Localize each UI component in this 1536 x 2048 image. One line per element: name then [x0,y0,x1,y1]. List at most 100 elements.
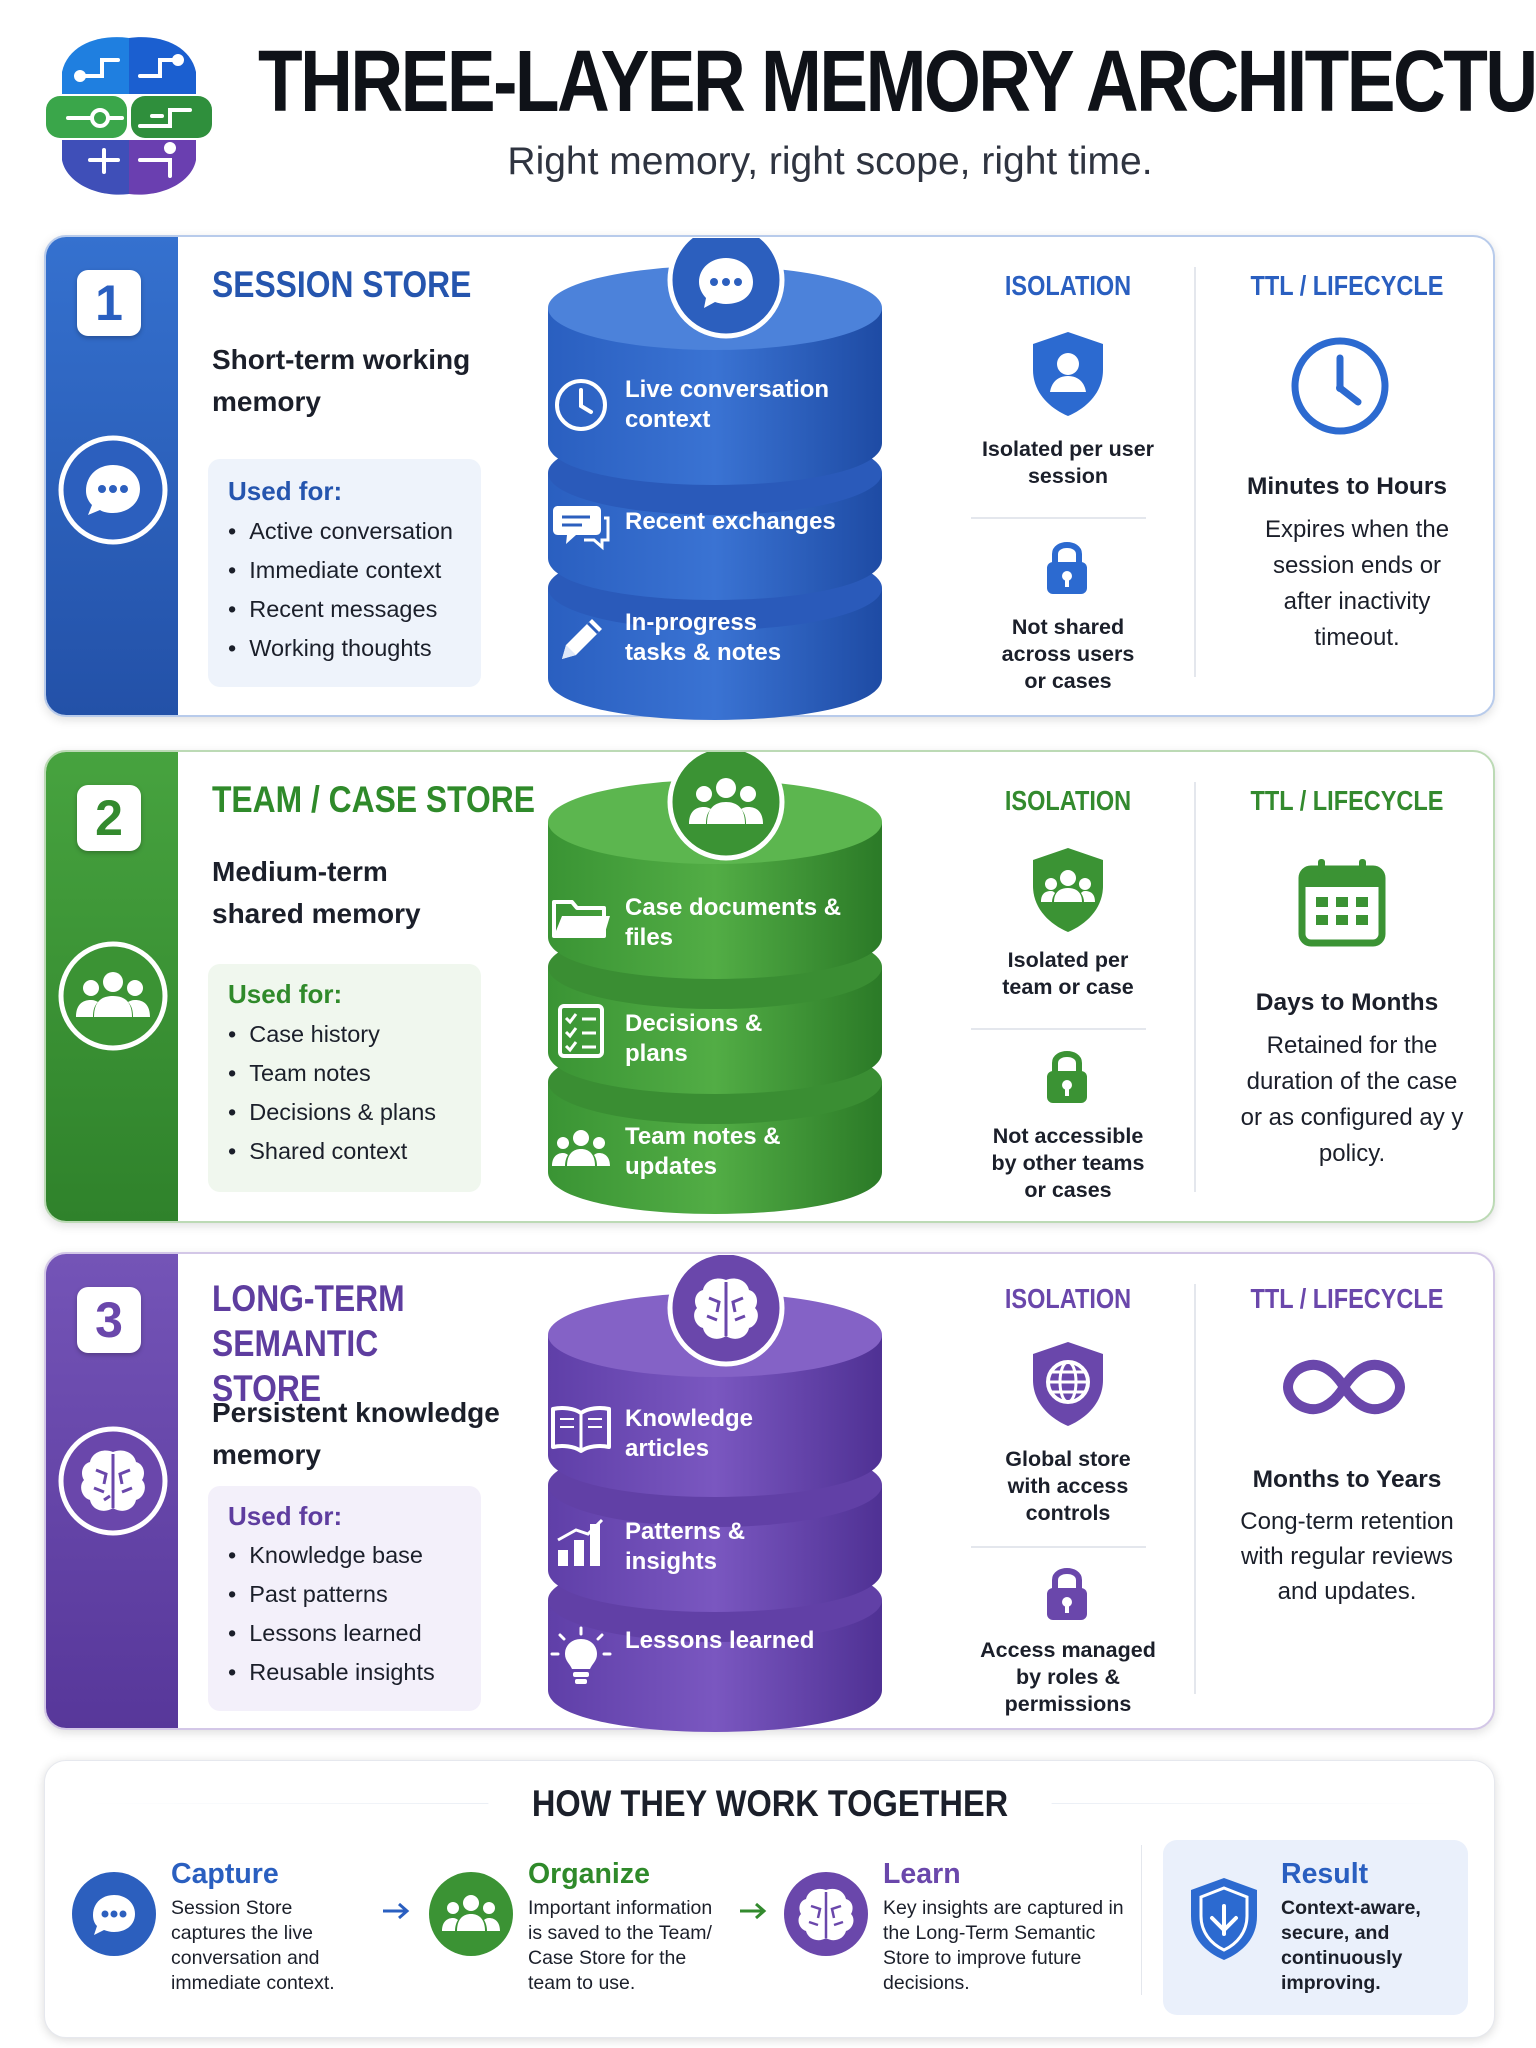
store-title: SESSION STORE [212,264,472,305]
arrow-right-icon [738,1901,768,1921]
isolation-primary: Isolated per team or case [1002,948,1134,999]
brain-circuit-icon [40,30,218,200]
list-item: Shared context [228,1132,436,1171]
team-icon [548,1116,614,1182]
section-number: 1 [77,270,141,336]
ttl-heading: Days to Months [1255,989,1439,1016]
used-for-title: Used for: [228,476,343,506]
result-text: Context-aware, secure, and continuously … [1281,1897,1421,1994]
session-store-cylinder: Live conversation context Recent exchang… [505,238,925,728]
calendar-icon [1294,855,1390,951]
ttl-text: Retained for the duration of the case or… [1240,1032,1464,1167]
section-number: 2 [77,785,141,851]
isolation-secondary: Access managed by roles & permissions [980,1638,1156,1716]
arrow-right-icon [381,1901,411,1921]
ttl-title: TTL / LIFECYCLE [1250,1283,1444,1314]
isolation-secondary: Not shared across users or cases [1001,615,1135,693]
ttl-text: Expires when the session ends or after i… [1264,516,1450,651]
store-title: TEAM / CASE STORE [212,779,535,820]
isolation-title: ISOLATION [1004,785,1132,816]
list-item: Decisions & plans [228,1093,436,1132]
layer-label: Decisions & plans [625,1010,763,1067]
step-title-organize: Organize [528,1858,650,1890]
lock-icon [1039,538,1095,596]
divider [1194,267,1196,677]
list-item: Working thoughts [228,629,453,668]
page-subtitle: Right memory, right scope, right time. [507,140,1153,183]
layer-label: Patterns & insights [625,1518,746,1575]
ttl-heading: Minutes to Hours [1246,473,1448,500]
result-title: Result [1281,1858,1369,1890]
section-title: HOW THEY WORK TOGETHER [488,1781,1052,1826]
page-title: THREE-LAYER MEMORY ARCHITECTURE [258,33,1536,130]
layer-label: Live conversation context [625,376,830,433]
layer-label: Recent exchanges [625,508,836,535]
isolation-primary: Isolated per user session [981,437,1155,488]
clock-icon [548,372,614,438]
divider [1141,1845,1142,1995]
how-they-work-together-panel: HOW THEY WORK TOGETHER Capture Session S… [44,1760,1495,2038]
checklist-icon [548,998,614,1064]
team-case-store-cylinder: Case documents & files Decisions & plans… [505,752,925,1242]
layer-label: Lessons learned [625,1627,815,1654]
ttl-title: TTL / LIFECYCLE [1250,785,1444,816]
list-item: Reusable insights [228,1653,435,1692]
lightbulb-icon [548,1625,614,1691]
used-for-list: Case history Team notes Decisions & plan… [228,1015,436,1171]
ttl-text: Cong-term retention with regular reviews… [1240,1508,1454,1605]
used-for-box: Used for: Case history Team notes Decisi… [208,964,481,1192]
book-icon [548,1397,614,1463]
list-item: Knowledge base [228,1536,435,1575]
divider [971,517,1146,519]
layer-label: Knowledge articles [625,1405,754,1462]
list-item: Team notes [228,1054,436,1093]
used-for-title: Used for: [228,979,343,1009]
divider [1194,1284,1196,1694]
chat-bubble-icon [56,433,170,547]
divider [971,1546,1146,1548]
store-description: Persistent knowledge memory [212,1397,500,1470]
divider [971,1028,1146,1030]
team-icon [56,939,170,1053]
section-number: 3 [77,1287,141,1353]
step-title-learn: Learn [883,1858,961,1890]
step-text: Important information is saved to the Te… [528,1897,713,1994]
list-item: Recent messages [228,590,453,629]
lock-icon [1039,1047,1095,1105]
team-shield-icon [1021,842,1115,936]
brain-icon [783,1871,869,1957]
list-item: Past patterns [228,1575,435,1614]
ttl-title: TTL / LIFECYCLE [1250,270,1444,301]
semantic-store-cylinder: Knowledge articles Patterns & insights L… [505,1255,925,1745]
lock-icon [1039,1564,1095,1622]
used-for-list: Active conversation Immediate context Re… [228,512,453,668]
layer-label: In-progress tasks & notes [625,609,782,666]
user-shield-icon [1021,326,1115,420]
brain-icon [56,1424,170,1538]
list-item: Case history [228,1015,436,1054]
isolation-primary: Global store with access controls [1005,1447,1131,1525]
used-for-title: Used for: [228,1501,343,1531]
infinity-icon [1282,1352,1406,1422]
shield-icon [1185,1874,1263,1962]
step-text: Key insights are captured in the Long-Te… [883,1897,1124,1994]
chat-bubble-icon [71,1871,157,1957]
store-description: Short-term working memory [212,344,471,417]
globe-shield-icon [1021,1336,1115,1430]
list-item: Lessons learned [228,1614,435,1653]
pencil-icon [548,607,614,673]
store-title: LONG-TERM SEMANTIC STORE [212,1278,405,1409]
message-icon [548,492,614,558]
divider [1194,782,1196,1192]
long-term-semantic-store-section: 3 LONG-TERM SEMANTIC STORE Persistent kn… [44,1252,1495,1730]
store-description: Medium-term shared memory [212,856,421,929]
layer-label: Team notes & updates [625,1123,781,1180]
layer-label: Case documents & files [625,894,842,951]
ttl-heading: Months to Years [1252,1466,1442,1493]
bar-chart-icon [548,1510,614,1576]
isolation-secondary: Not accessible by other teams or cases [991,1124,1145,1202]
folder-icon [548,886,614,952]
used-for-box: Used for: Active conversation Immediate … [208,459,481,687]
list-item: Active conversation [228,512,453,551]
